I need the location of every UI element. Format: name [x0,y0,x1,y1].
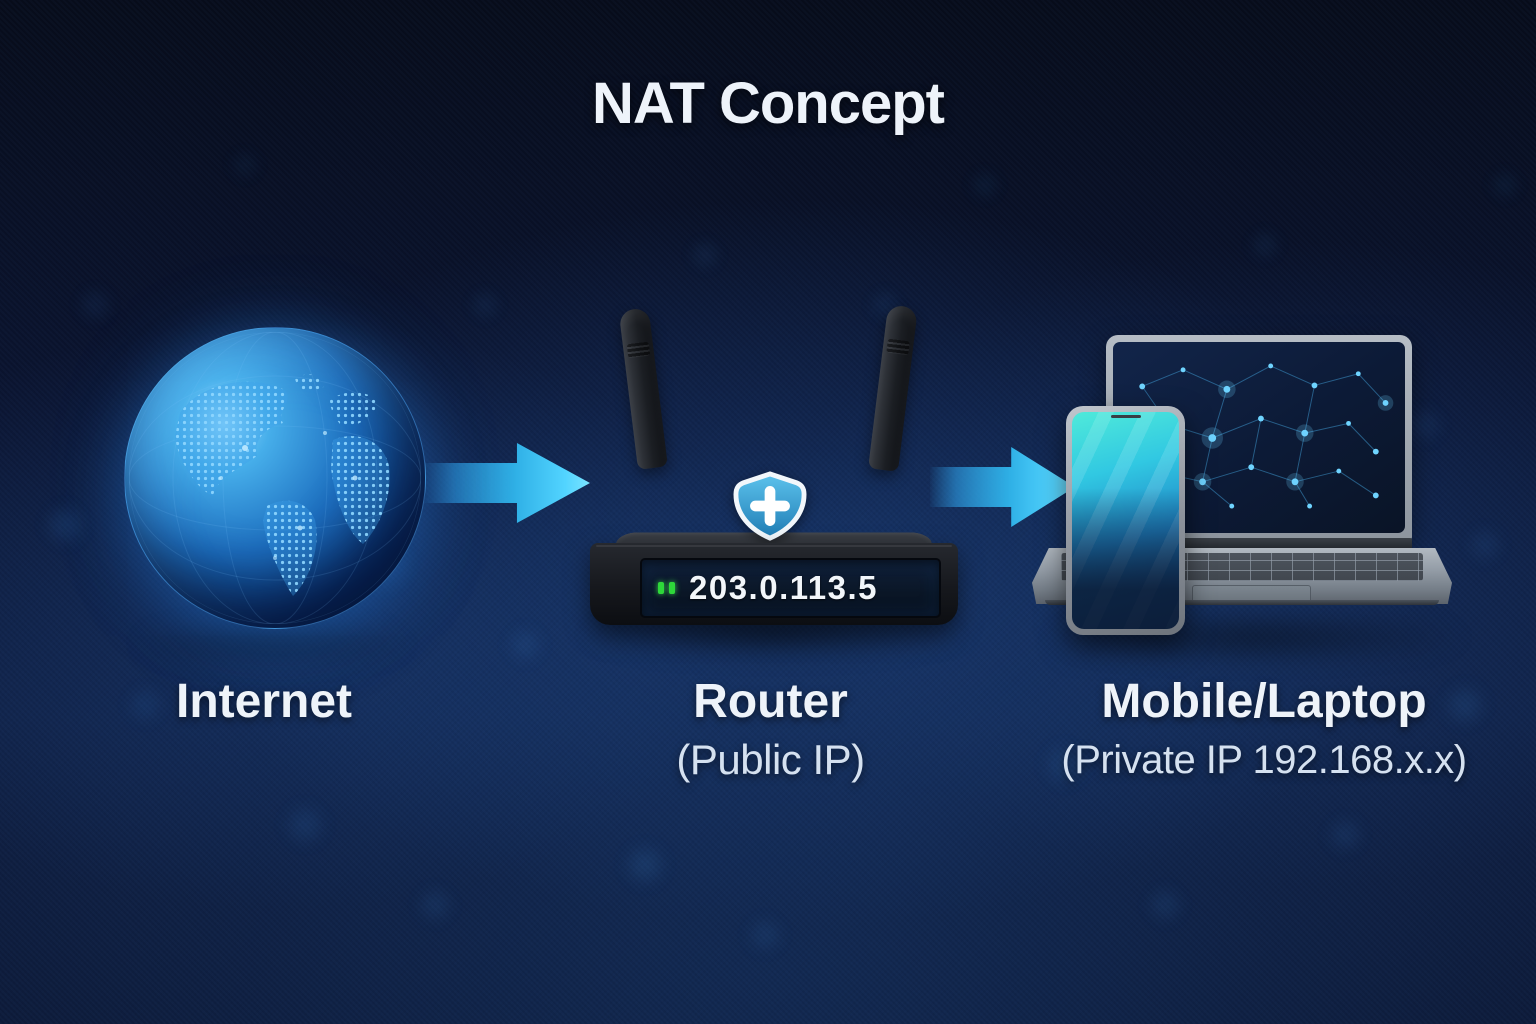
led-indicator [669,582,675,594]
devices-sublabel: (Private IP 192.168.x.x) [1061,738,1467,782]
led-indicator [658,582,664,594]
internet-label: Internet [175,675,352,728]
laptop-hinge [1106,538,1412,549]
public-ip-value: 203.0.113.5 [689,569,879,606]
arrow-right-icon [424,443,590,523]
globe-icon [124,327,426,629]
globe-shadow [132,622,412,664]
globe-map-overlay [129,332,421,624]
router-front-panel: 203.0.113.5 [590,543,958,625]
smartphone-earpiece [1110,415,1141,418]
diagram-title: NAT Concept [591,71,945,136]
router-antenna-left [618,307,668,470]
router-label: Router [693,675,848,728]
laptop-front-edge [1045,600,1439,605]
router-antenna-right [868,304,918,472]
shield-icon [733,471,807,541]
smartphone-icon [1066,406,1185,635]
router-ip-display: 203.0.113.5 [640,558,941,618]
background-bokeh-dots [0,0,10,10]
smartphone-screen [1072,412,1179,629]
devices-label: Mobile/Laptop [1101,675,1427,728]
router-sublabel: (Public IP) [676,736,865,783]
status-led-indicators [658,582,675,594]
